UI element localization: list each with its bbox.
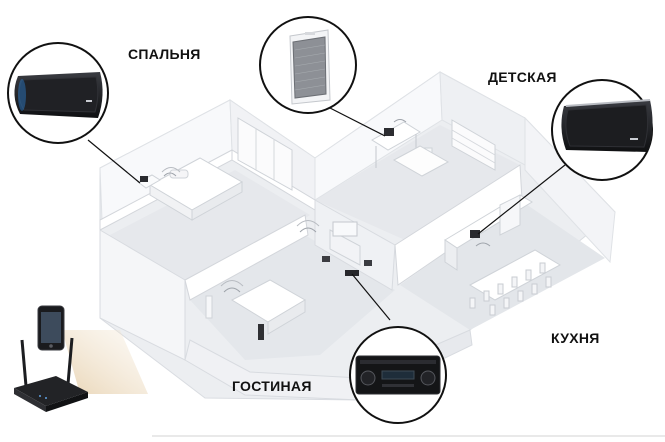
wireless-speaker-icon	[561, 99, 653, 152]
living-receiver-callout	[349, 326, 447, 424]
network-devices	[14, 305, 148, 412]
kids-speaker-callout	[259, 16, 357, 114]
bedroom-furniture	[137, 117, 293, 221]
bedroom-callout-line	[87, 139, 141, 184]
kids-speaker-marker	[384, 128, 394, 136]
living-callout-line	[351, 273, 391, 321]
kids-furniture	[371, 119, 496, 177]
room-label-living: ГОСТИНАЯ	[232, 378, 312, 394]
kitchen-speaker-callout	[551, 79, 653, 181]
wireless-speaker-icon	[14, 72, 103, 118]
room-label-kitchen: КУХНЯ	[551, 330, 600, 346]
living-furniture	[205, 220, 372, 340]
phone-signal-beam	[62, 330, 148, 394]
wifi-router-icon	[14, 337, 88, 412]
living-receiver-marker	[345, 270, 359, 276]
tower-speaker-icon	[289, 29, 331, 105]
callout-lines	[87, 107, 566, 321]
av-receiver-icon	[355, 355, 441, 395]
kids-callout-line	[329, 107, 386, 137]
kitchen-speaker-marker	[470, 230, 480, 238]
smartphone-icon	[37, 305, 65, 351]
room-label-bedroom: СПАЛЬНЯ	[128, 46, 201, 62]
bedroom-speaker-marker	[140, 176, 148, 182]
room-label-kids: ДЕТСКАЯ	[488, 69, 557, 85]
bedroom-speaker-callout	[7, 42, 109, 144]
kitchen-callout-line	[477, 164, 566, 235]
